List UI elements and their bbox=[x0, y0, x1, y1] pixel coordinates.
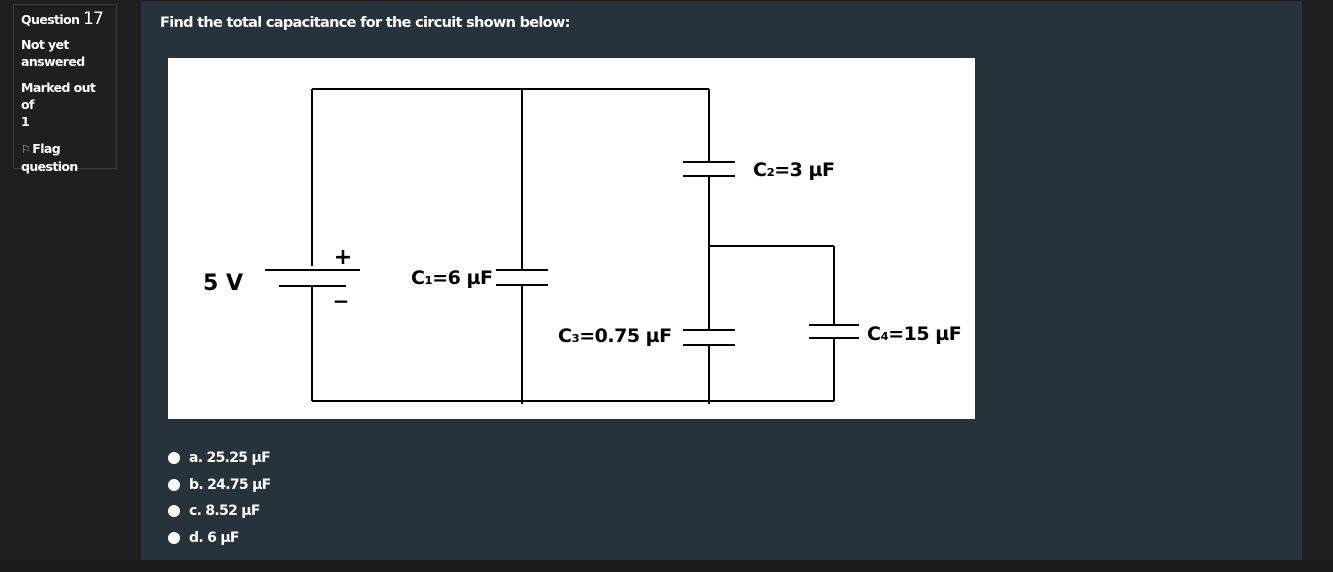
question-text: Find the total capacitance for the circu… bbox=[160, 15, 570, 31]
plus-sign: + bbox=[334, 245, 352, 270]
radio-button[interactable] bbox=[168, 478, 180, 491]
answer-option-d[interactable]: d. 6 µF bbox=[168, 525, 271, 552]
flag-question-button[interactable]: ⚐Flag question bbox=[21, 141, 78, 174]
question-info-panel: Question 17 Not yet answered Marked out … bbox=[13, 4, 117, 174]
question-content: Find the total capacitance for the circu… bbox=[141, 1, 1302, 560]
flag-icon: ⚐ bbox=[21, 143, 31, 156]
radio-button[interactable] bbox=[168, 505, 180, 518]
c4-label: C₄=15 µF bbox=[867, 323, 961, 345]
circuit-svg: 5 V + − C₁=6 µF C₂=3 µF C₃=0.75 µF C₄=15… bbox=[203, 88, 962, 404]
answer-options: a. 25.25 µF b. 24.75 µF c. 8.52 µF d. 6 … bbox=[168, 445, 271, 551]
question-status: Not yet answered bbox=[21, 37, 85, 69]
c1-label: C₁=6 µF bbox=[411, 267, 492, 289]
radio-button[interactable] bbox=[168, 531, 180, 544]
c2-label: C₂=3 µF bbox=[753, 159, 834, 181]
question-marks: Marked out of 1 bbox=[21, 80, 96, 129]
circuit-diagram: 5 V + − C₁=6 µF C₂=3 µF C₃=0.75 µF C₄=15… bbox=[168, 58, 975, 419]
c3-label: C₃=0.75 µF bbox=[558, 325, 672, 347]
source-label: 5 V bbox=[203, 271, 243, 296]
answer-option-b[interactable]: b. 24.75 µF bbox=[168, 472, 271, 499]
answer-option-a[interactable]: a. 25.25 µF bbox=[168, 445, 271, 472]
minus-sign: − bbox=[333, 289, 350, 313]
radio-button[interactable] bbox=[168, 452, 180, 465]
page-bottom-strip bbox=[0, 560, 1333, 572]
question-number: Question 17 bbox=[21, 9, 104, 29]
answer-option-c[interactable]: c. 8.52 µF bbox=[168, 498, 271, 525]
